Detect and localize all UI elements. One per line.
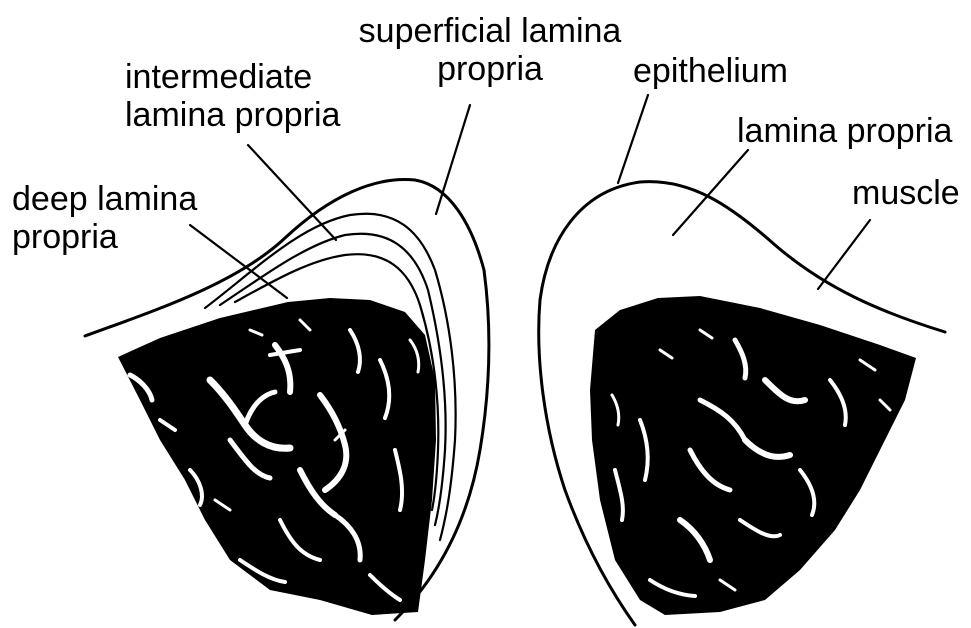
leader-superficial-lamina-propria [436, 105, 470, 214]
label-deep-lamina-propria: deep lamina propria [12, 180, 197, 256]
label-superficial-lamina-propria: superficial lamina propria [345, 12, 635, 88]
label-muscle: muscle [852, 174, 960, 212]
leader-epithelium [618, 95, 648, 183]
leader-muscle [818, 220, 870, 289]
leader-intermediate-lamina-propria [248, 145, 336, 240]
leader-deep-lamina-propria [190, 225, 287, 298]
label-epithelium: epithelium [633, 52, 788, 90]
label-intermediate-lamina-propria: intermediate lamina propria [125, 58, 340, 134]
right-vocal-fold [539, 182, 945, 625]
label-lamina-propria: lamina propria [737, 112, 952, 150]
right-muscle [590, 296, 916, 615]
leader-lamina-propria [673, 150, 748, 235]
